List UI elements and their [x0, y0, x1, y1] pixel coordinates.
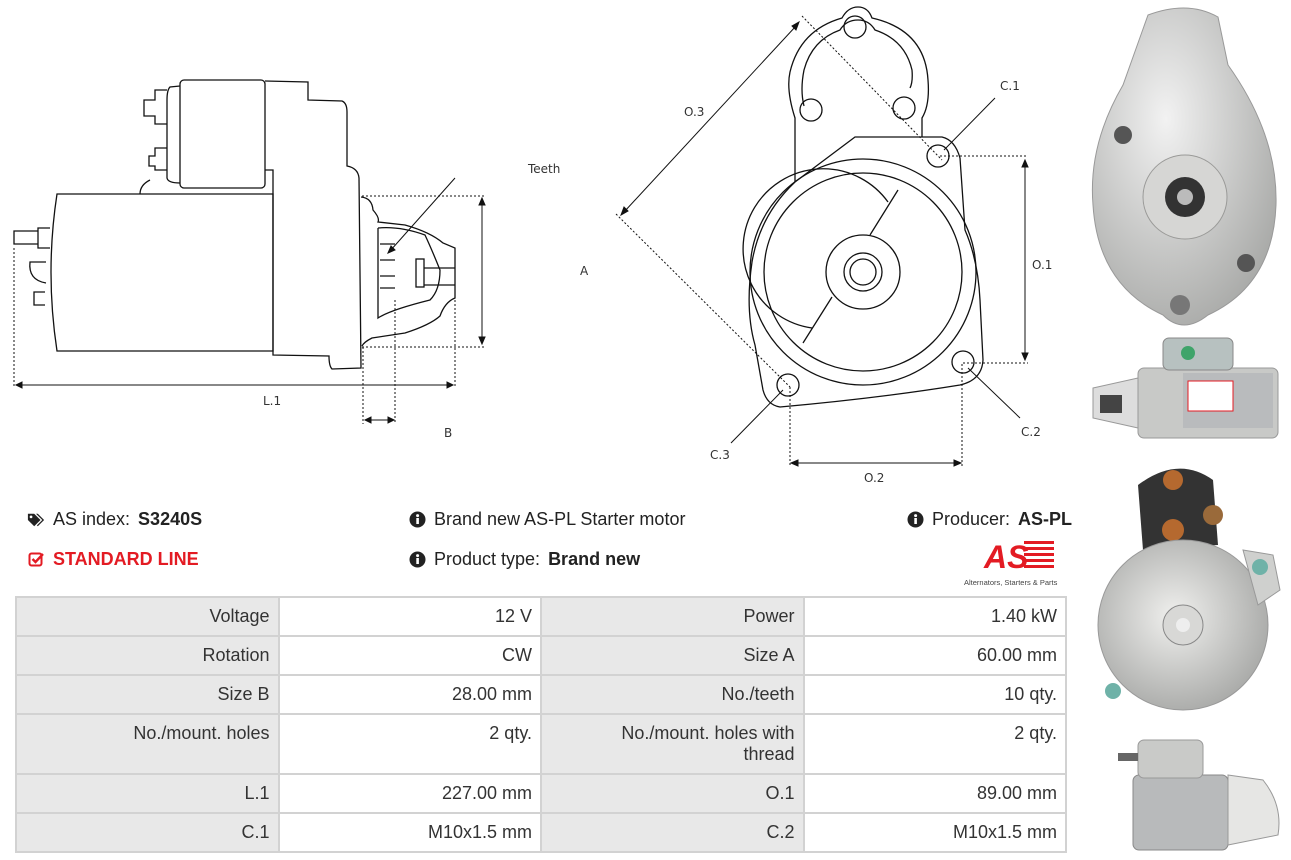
logo-tagline: Alternators, Starters & Parts: [964, 578, 1058, 587]
product-photo-rear[interactable]: [1088, 455, 1283, 727]
spec-label: Voltage: [15, 596, 280, 637]
dim-o1-label: O.1: [1032, 258, 1052, 272]
spec-value: 12 V: [277, 596, 542, 637]
product-photo-front[interactable]: [1088, 5, 1283, 335]
spec-value: 2 qty.: [277, 713, 542, 775]
spec-label: L.1: [15, 773, 280, 814]
spec-value: 1.40 kW: [802, 596, 1067, 637]
product-line: STANDARD LINE: [27, 549, 199, 570]
product-type: Product type: Brand new: [408, 549, 640, 570]
product-photo-side[interactable]: [1088, 333, 1283, 445]
spec-label: No./mount. holes with thread: [540, 713, 805, 775]
spec-value: CW: [277, 635, 542, 676]
spec-label: Size A: [540, 635, 805, 676]
spec-value: 227.00 mm: [277, 773, 542, 814]
product-type-value: Brand new: [548, 549, 641, 569]
spec-label: Rotation: [15, 635, 280, 676]
c2-label: C.2: [1021, 425, 1041, 439]
as-index-value: S3240S: [138, 509, 203, 529]
spec-value: 10 qty.: [802, 674, 1067, 715]
description: Brand new AS-PL Starter motor: [408, 509, 685, 530]
logo-text: AS: [983, 539, 1029, 572]
product-photo-angle[interactable]: [1088, 735, 1283, 857]
tags-icon: [27, 511, 45, 529]
standard-line-label: STANDARD LINE: [53, 549, 199, 569]
spec-label: Power: [540, 596, 805, 637]
spec-value: 60.00 mm: [802, 635, 1067, 676]
side-view-drawing: Teeth A B L.1: [13, 79, 589, 440]
front-view-drawing: O.3 O.1 O.2 C.1 C.2 C.3: [615, 6, 1052, 485]
spec-label: Size B: [15, 674, 280, 715]
info-icon: [408, 551, 426, 569]
c1-label: C.1: [1000, 79, 1020, 93]
motor-body: [50, 193, 274, 352]
as-index: AS index: S3240S: [27, 509, 202, 530]
product-type-label: Product type:: [434, 549, 541, 569]
spec-label: No./teeth: [540, 674, 805, 715]
info-icon: [408, 511, 426, 529]
dim-b-label: B: [444, 426, 452, 440]
spec-label: No./mount. holes: [15, 713, 280, 775]
spec-value: M10x1.5 mm: [802, 812, 1067, 853]
producer: Producer: AS-PL: [906, 509, 1072, 530]
producer-value: AS-PL: [1018, 509, 1073, 529]
teeth-label: Teeth: [527, 162, 560, 176]
spec-value: 89.00 mm: [802, 773, 1067, 814]
checkbox-checked-icon: [27, 551, 45, 569]
spec-value: 28.00 mm: [277, 674, 542, 715]
spec-label: C.1: [15, 812, 280, 853]
dim-o2-label: O.2: [864, 471, 884, 485]
description-text: Brand new AS-PL Starter motor: [434, 509, 686, 529]
c3-label: C.3: [710, 448, 730, 462]
producer-label: Producer:: [932, 509, 1011, 529]
spec-label: C.2: [540, 812, 805, 853]
dim-l1-label: L.1: [263, 394, 281, 408]
dim-a-label: A: [580, 264, 589, 278]
spec-value: M10x1.5 mm: [277, 812, 542, 853]
dim-o3-label: O.3: [684, 105, 704, 119]
as-index-label: AS index:: [53, 509, 131, 529]
spec-value: 2 qty.: [802, 713, 1067, 775]
info-icon: [906, 511, 924, 529]
as-pl-logo: AS Alternators, Starters & Parts: [964, 538, 1069, 587]
spec-label: O.1: [540, 773, 805, 814]
